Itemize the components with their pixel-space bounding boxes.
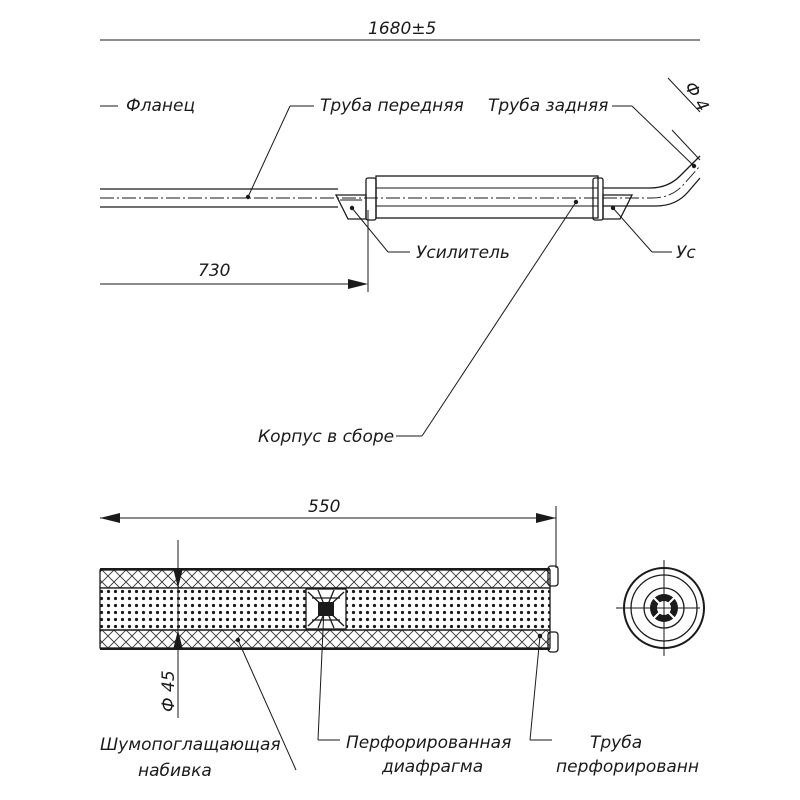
reinforcement-left-label: Усилитель xyxy=(416,243,510,263)
front-pipe xyxy=(100,188,600,208)
label-reinforcement-right: Ус xyxy=(610,205,696,263)
label-flange: Фланец xyxy=(100,96,195,116)
section-view: 550 Ф xyxy=(99,497,705,781)
packing-label-line1: Шумопоглащающая xyxy=(100,735,281,755)
housing-label: Корпус в сборе xyxy=(258,427,394,447)
label-front-pipe: Труба передняя xyxy=(245,96,464,200)
perforated-pipe-label-line1: Труба xyxy=(590,733,642,753)
flange-length-dimension: 730 xyxy=(100,210,369,292)
overall-length-text: 1680±5 xyxy=(368,19,436,39)
label-diaphragm: Перфорированная диафрагма xyxy=(317,605,511,777)
label-perforated-pipe: Труба перфорированн xyxy=(529,633,699,777)
packing-lower xyxy=(99,629,551,649)
packing-upper xyxy=(99,569,551,589)
diaphragm-label-line1: Перфорированная xyxy=(346,733,511,753)
pipe-diameter-dimension: Ф 45 xyxy=(159,540,183,718)
flange-length-text: 730 xyxy=(198,261,230,281)
rear-pipe-label: Труба задняя xyxy=(488,96,608,116)
diaphragm-label-line2: диафрагма xyxy=(381,757,483,777)
rear-pipe xyxy=(603,155,701,207)
diameter-partial-text: Ф 4 xyxy=(680,79,713,116)
body-length-text: 550 xyxy=(308,497,340,517)
front-pipe-label: Труба передняя xyxy=(320,96,464,116)
reinforcement-right-label: Ус xyxy=(676,243,696,263)
perforated-diaphragm xyxy=(305,588,347,630)
top-view: 1680±5 xyxy=(100,19,712,447)
pipe-diameter-text: Ф 45 xyxy=(159,670,179,712)
packing-label-line2: набивка xyxy=(138,761,212,781)
perforated-pipe-label-line2: перфорированн xyxy=(556,757,699,777)
label-reinforcement-left: Усилитель xyxy=(349,205,510,263)
body-length-dimension: 550 xyxy=(100,497,557,568)
flange-label: Фланец xyxy=(126,96,195,116)
label-rear-pipe: Труба задняя xyxy=(488,96,697,169)
housing-body xyxy=(365,175,604,221)
reinforcement-right xyxy=(602,194,634,220)
label-housing: Корпус в сборе xyxy=(258,199,579,447)
overall-dimension: 1680±5 xyxy=(100,19,700,41)
label-packing: Шумопоглащающая набивка xyxy=(100,637,297,781)
end-view xyxy=(616,560,705,656)
